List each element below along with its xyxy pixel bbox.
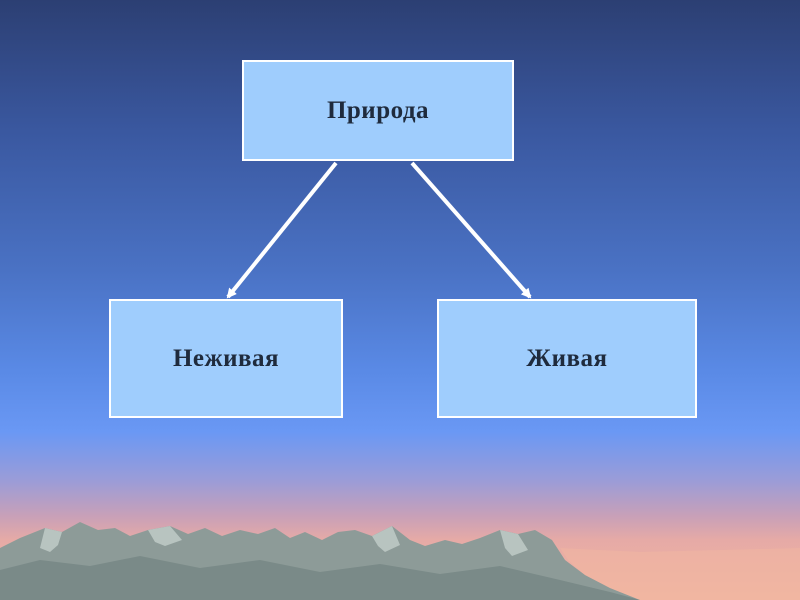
- arrow-to-living: [410, 161, 532, 299]
- node-nonliving-label: Неживая: [172, 344, 280, 372]
- node-living: Живая: [437, 299, 697, 418]
- node-nature: Природа: [242, 60, 514, 161]
- node-living-label: Живая: [526, 344, 608, 372]
- node-nature-label: Природа: [326, 96, 430, 124]
- arrow-to-nonliving: [226, 161, 338, 299]
- mountains-illustration: [0, 522, 800, 600]
- node-nonliving: Неживая: [109, 299, 343, 418]
